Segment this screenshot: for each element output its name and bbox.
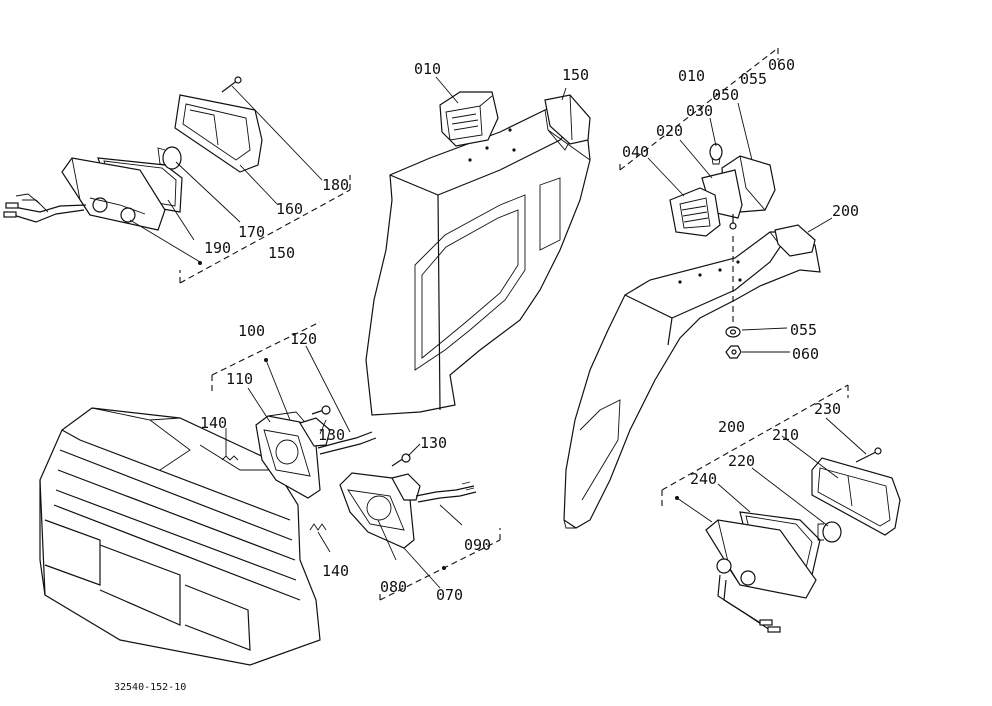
callout-230: 230 [814,400,841,418]
callout-200-upper: 200 [832,202,859,220]
leader-lines [129,76,867,589]
callout-150-group: 150 [268,244,295,262]
callout-140-upper: 140 [200,414,227,432]
callout-055-top: 055 [740,70,767,88]
callout-010-right: 010 [678,67,705,85]
left-headlight-assembly [221,405,377,499]
callout-180: 180 [322,176,349,194]
callout-100: 100 [238,322,265,340]
right-fender [563,224,821,529]
callout-040: 040 [622,143,649,161]
right-headlight-assembly [309,453,477,549]
callout-220: 220 [728,452,755,470]
callout-160: 160 [276,200,303,218]
callout-210: 210 [772,426,799,444]
work-lamp-assembly [669,143,776,359]
drawing-code: 32540-152-10 [114,682,186,693]
callout-130-upper: 130 [318,426,345,444]
callout-120: 120 [290,330,317,348]
left-fender [365,91,591,416]
callout-030: 030 [686,102,713,120]
callout-240: 240 [690,470,717,488]
callout-010-center: 010 [414,60,441,78]
callout-090: 090 [464,536,491,554]
callout-060-top: 060 [768,56,795,74]
callout-labels: 010 150 010 060 055 050 030 020 040 200 … [114,56,859,693]
callout-200-lower: 200 [718,418,745,436]
left-rear-lamp-assembly [3,76,263,231]
callout-050: 050 [712,86,739,104]
callout-070: 070 [436,586,463,604]
callout-110: 110 [226,370,253,388]
callout-055-side: 055 [790,321,817,339]
callout-140-lower: 140 [322,562,349,580]
right-rear-lamp-assembly [705,447,901,633]
group-brackets [179,47,849,601]
callout-020: 020 [656,122,683,140]
callout-150-center: 150 [562,66,589,84]
callout-190: 190 [204,239,231,257]
callout-130-lower: 130 [420,434,447,452]
callout-080: 080 [380,578,407,596]
callout-060-side: 060 [792,345,819,363]
callout-170: 170 [238,223,265,241]
front-grille [39,407,321,666]
